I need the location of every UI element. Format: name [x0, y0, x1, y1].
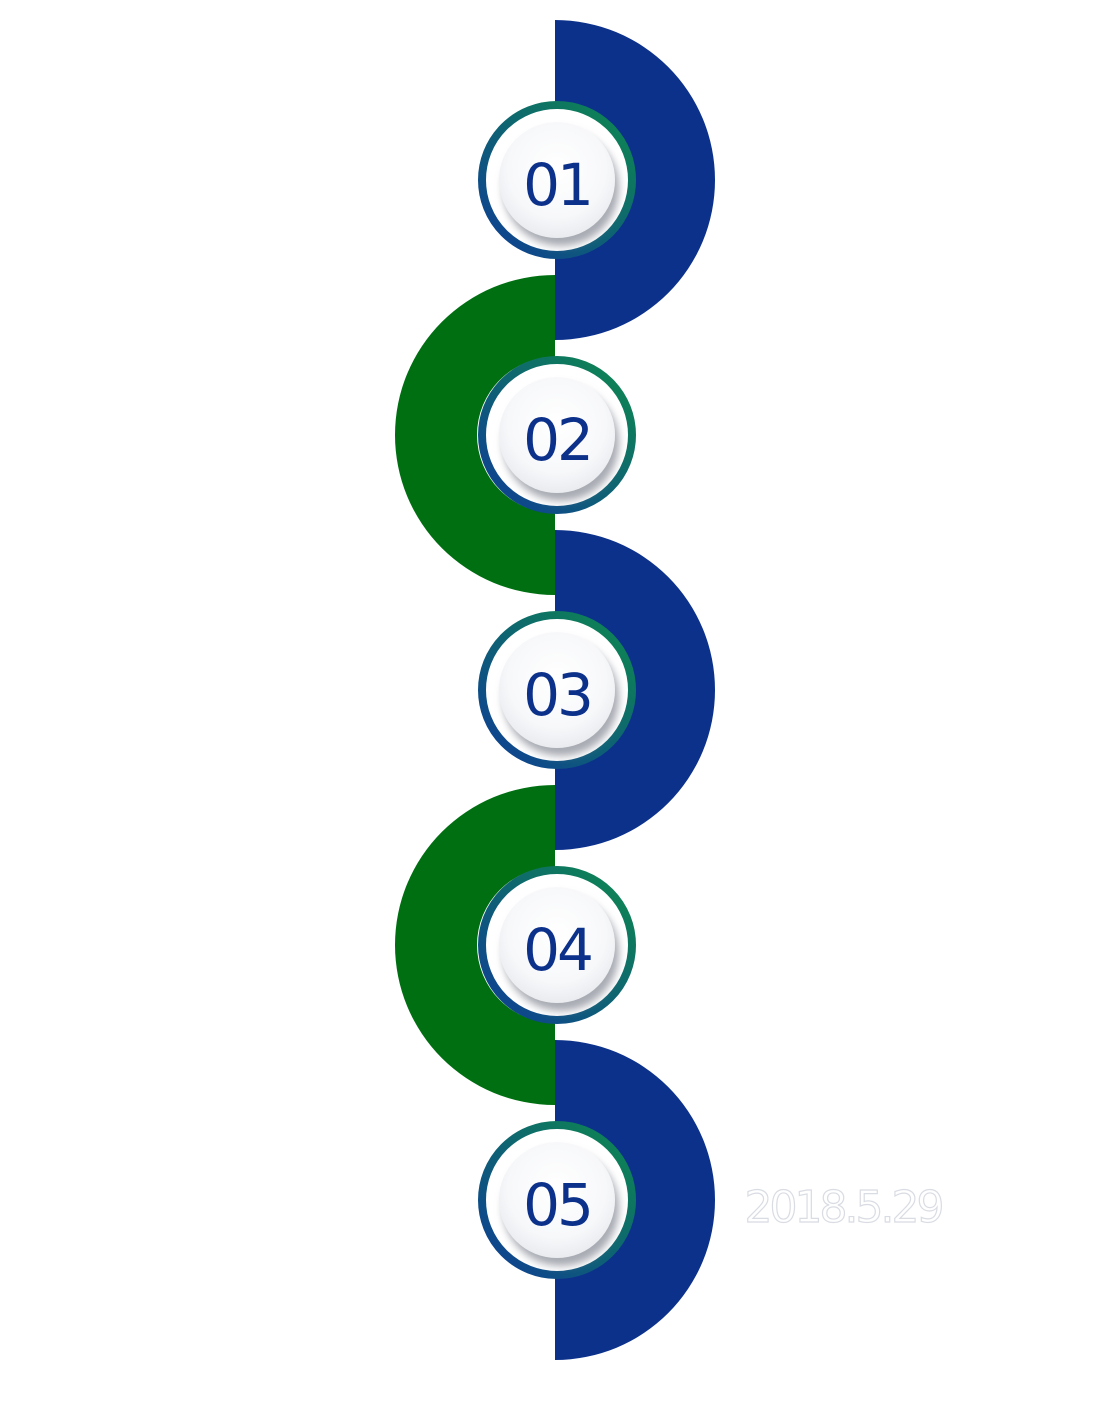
step-3: 03	[478, 611, 636, 769]
step-disc	[499, 377, 615, 493]
step-ring	[478, 611, 636, 769]
step-4: 04	[478, 866, 636, 1024]
step-1: 01	[478, 101, 636, 259]
step-number: 03	[523, 661, 591, 729]
step-2: 02	[478, 356, 636, 514]
step-ring	[478, 866, 636, 1024]
step-number: 05	[523, 1171, 591, 1239]
step-number: 04	[523, 916, 591, 984]
step-number: 02	[523, 406, 591, 474]
step-ring	[478, 356, 636, 514]
date-label: 2018.5.29	[745, 1182, 942, 1233]
step-disc	[499, 122, 615, 238]
step-ring	[478, 101, 636, 259]
step-disc	[499, 632, 615, 748]
step-number: 01	[523, 151, 591, 219]
step-5: 05	[478, 1121, 636, 1279]
wave-band	[395, 20, 715, 1360]
arc-4	[395, 785, 555, 1105]
arc-2	[395, 275, 555, 595]
step-ring	[478, 1121, 636, 1279]
step-disc	[499, 887, 615, 1003]
step-disc	[499, 1142, 615, 1258]
